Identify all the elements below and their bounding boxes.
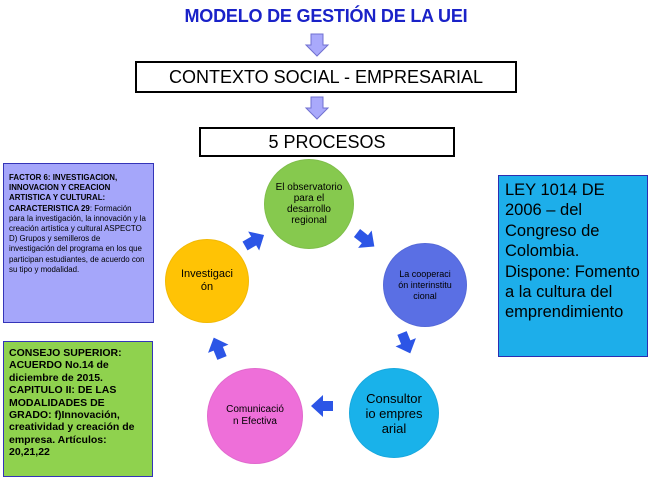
cycle-arrow-1 bbox=[353, 229, 375, 248]
contexto-box: CONTEXTO SOCIAL - EMPRESARIAL bbox=[135, 61, 517, 93]
cycle-arrow-2 bbox=[395, 331, 416, 354]
comunicacion-label: Comunicación Efectiva bbox=[226, 404, 284, 427]
factor-body: : Formación para la investigación, la in… bbox=[9, 203, 146, 274]
comunicacion-circle: Comunicación Efectiva bbox=[207, 368, 303, 464]
cycle-arrow-3 bbox=[311, 395, 333, 417]
down-arrow-2 bbox=[304, 96, 330, 120]
factor-heading: FACTOR 6: INVESTIGACION, INNOVACION Y CR… bbox=[9, 173, 118, 213]
cooperacion-label: La cooperación interinstitucional bbox=[398, 268, 452, 301]
observatorio-circle: El observatorio para el desarrollo regio… bbox=[264, 159, 354, 249]
observatorio-label: El observatorio para el desarrollo regio… bbox=[275, 182, 343, 226]
consultorio-label: Consultorio empresarial bbox=[365, 390, 423, 436]
factor-box: FACTOR 6: INVESTIGACION, INNOVACION Y CR… bbox=[3, 163, 154, 323]
consultorio-circle: Consultorio empresarial bbox=[349, 368, 439, 458]
investigacion-label: Investigación bbox=[181, 268, 233, 293]
cycle-arrow-4 bbox=[208, 337, 229, 360]
diagram-title: MODELO DE GESTIÓN DE LA UEI bbox=[184, 6, 468, 26]
ley-box: LEY 1014 DE 2006 – del Congreso de Colom… bbox=[498, 175, 648, 357]
consejo-box: CONSEJO SUPERIOR: ACUERDO No.14 de dicie… bbox=[3, 341, 153, 477]
down-arrow-1 bbox=[304, 33, 330, 57]
investigacion-circle: Investigación bbox=[165, 239, 249, 323]
cooperacion-circle: La cooperación interinstitucional bbox=[383, 243, 467, 327]
cycle-arrow-5 bbox=[242, 231, 265, 251]
procesos-box: 5 PROCESOS bbox=[199, 127, 455, 157]
